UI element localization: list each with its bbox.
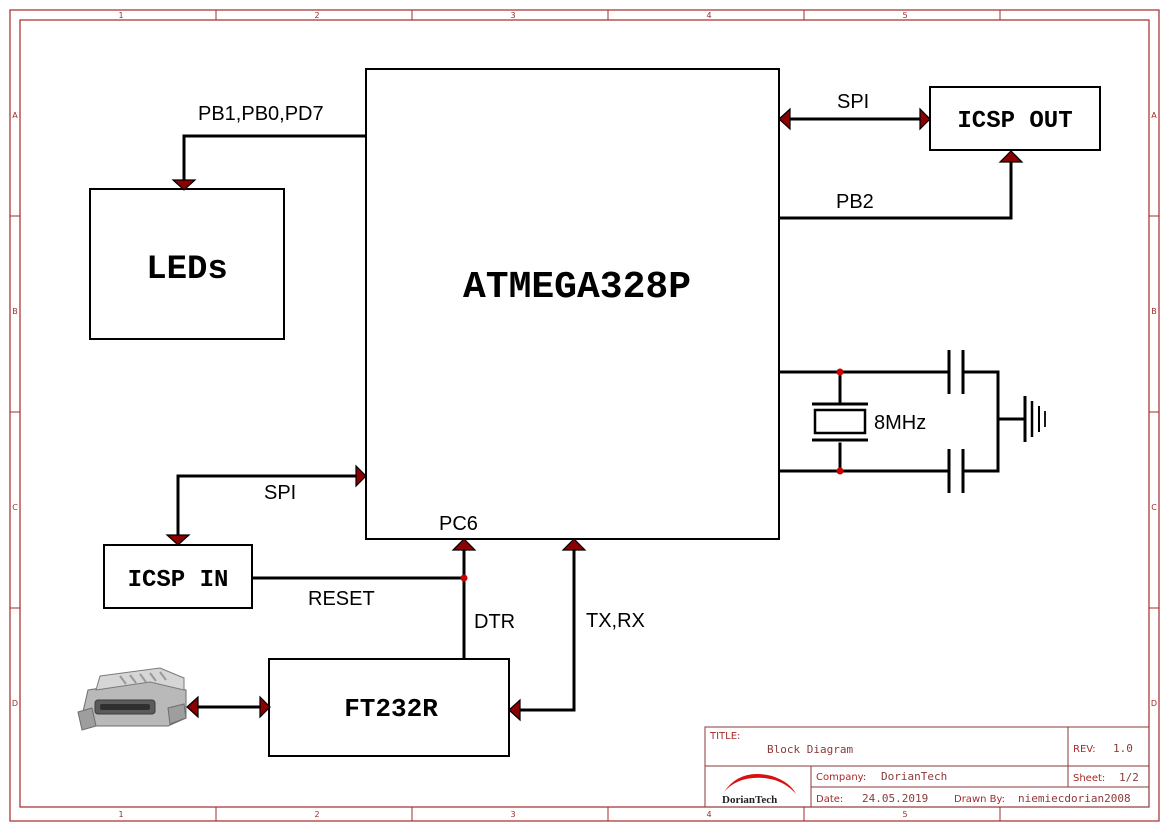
title-value: Block Diagram [767,743,853,756]
net-label-crystal: 8MHz [874,412,926,434]
arrow-right-icon [919,107,931,131]
capacitor-symbol [947,350,965,394]
grid-col-label: 3 [510,810,515,819]
block-label-ft232r: FT232R [344,694,438,724]
grid-col-label: 5 [902,11,907,20]
block-leds: LEDs [89,188,285,340]
arrowheads [165,107,1024,722]
grid-col-label: 2 [314,810,319,819]
grid-row-label: B [12,307,18,316]
block-icsp-in: ICSP IN [103,544,253,609]
grid-row-label: A [1151,111,1157,120]
title-block: TITLE: Block Diagram REV: 1.0 Company: D… [704,726,1150,808]
grid-row-label: A [12,111,18,120]
wire-spi-in [176,474,358,537]
company-logo: DorianTech [722,774,796,806]
block-label-leds: LEDs [146,251,228,289]
company-value: DorianTech [881,770,947,783]
grid-col-label: 4 [706,810,711,819]
capacitor-symbol [947,449,965,493]
arrow-right-icon [259,695,271,719]
crystal-network: 8MHz [812,350,1046,493]
grid-col-label: 5 [902,810,907,819]
grid-row-label: B [1151,307,1157,316]
block-icsp-out: ICSP OUT [929,86,1101,151]
junction-dot [836,368,844,376]
junction-dot [836,467,844,475]
grid-row-label: C [12,503,18,512]
drawn-by-key: Drawn By: [954,794,1005,805]
title-key: TITLE: [709,731,740,742]
arrow-left-icon [508,698,521,722]
grid-col-label: 1 [118,810,123,819]
arrow-left-icon [186,695,199,719]
drawing-frame: 1 2 3 4 5 1 2 3 4 5 A B C D A B C D [9,9,1160,822]
net-label-reset: RESET [308,588,375,610]
block-label-mcu: ATMEGA328P [463,266,691,309]
net-label-pc6: PC6 [439,513,478,535]
grid-row-label: D [12,699,18,708]
arrow-right-icon [355,464,367,488]
wire-txrx [518,548,576,712]
date-key: Date: [816,794,843,805]
junction-dot [460,574,468,582]
arrow-down-icon [171,179,197,191]
arrow-up-icon [451,538,477,551]
grid-col-label: 2 [314,11,319,20]
grid-col-label: 1 [118,11,123,20]
wires [176,117,1026,712]
block-ft232r: FT232R [268,658,510,757]
block-mcu: ATMEGA328P [365,68,780,540]
logo-text: DorianTech [722,794,777,806]
grid-row-label: C [1151,503,1157,512]
arrow-left-icon [778,107,791,131]
sheet-key: Sheet: [1073,773,1105,784]
net-label-pb2: PB2 [836,191,874,213]
sheet-value: 1/2 [1119,771,1139,784]
net-label-dtr: DTR [474,611,515,633]
drawn-by-value: niemiecdorian2008 [1018,792,1131,805]
net-label-leds-bus: PB1,PB0,PD7 [198,103,324,125]
company-key: Company: [816,772,866,783]
date-value: 24.05.2019 [862,792,928,805]
grid-col-label: 4 [706,11,711,20]
net-label-txrx: TX,RX [586,610,645,632]
grid-row-label: D [1151,699,1157,708]
wire-pb2 [777,160,1013,220]
arrow-down-icon [165,534,191,546]
micro-usb-connector-icon [77,667,187,731]
net-label-spi-in: SPI [264,482,296,504]
junctions [460,368,844,582]
arrow-up-icon [998,150,1024,163]
rev-key: REV: [1073,744,1096,755]
wire-leds-bus [182,134,368,182]
grid-col-label: 3 [510,11,515,20]
net-labels: PB1,PB0,PD7 SPI PB2 SPI PC6 RESET DTR TX… [198,91,874,633]
ground-icon [1023,396,1046,442]
arrow-up-icon [561,538,587,551]
crystal-symbol [812,402,868,442]
block-label-icsp-in: ICSP IN [128,567,229,594]
rev-value: 1.0 [1113,742,1133,755]
net-label-spi-out: SPI [837,91,869,113]
block-label-icsp-out: ICSP OUT [957,108,1072,135]
